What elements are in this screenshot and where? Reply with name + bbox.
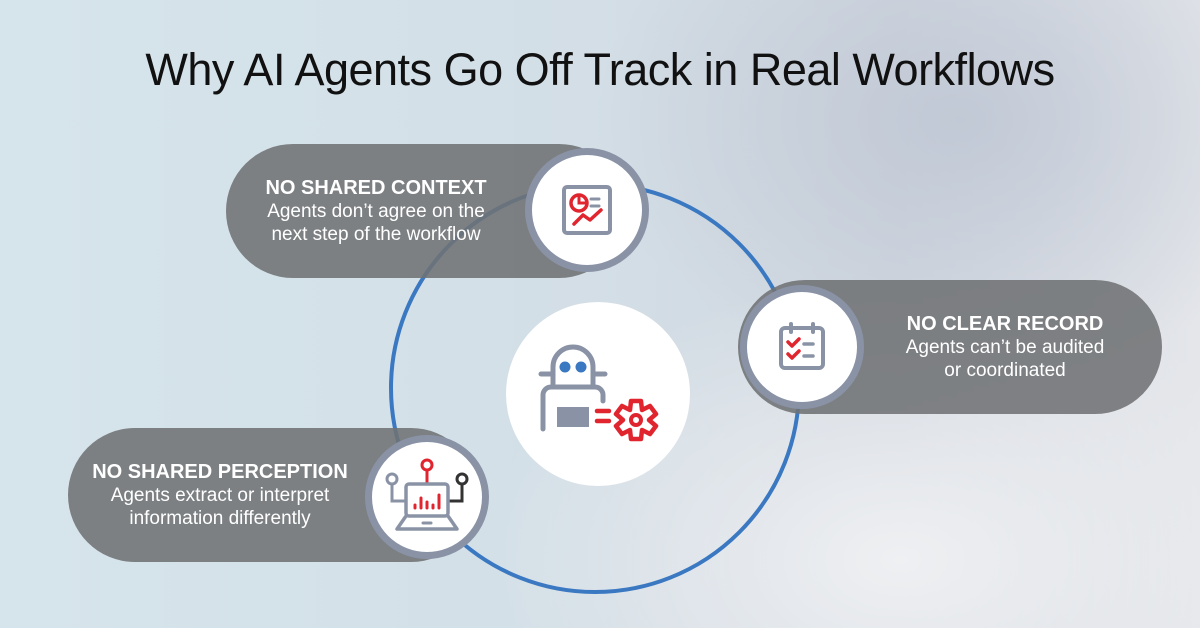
- card-heading: NO SHARED CONTEXT: [265, 176, 487, 199]
- card-heading: NO CLEAR RECORD: [906, 312, 1104, 335]
- card-heading: NO SHARED PERCEPTION: [92, 460, 348, 483]
- robot-gear-icon: [538, 344, 659, 442]
- card-description-line1: Agents don’t agree on the: [267, 200, 485, 222]
- page-title: Why AI Agents Go Off Track in Real Workf…: [145, 44, 1055, 95]
- card-description-line1: Agents can’t be audited: [905, 336, 1105, 358]
- node-no-shared-perception: [365, 435, 489, 559]
- card-description-line2: next step of the workflow: [271, 223, 481, 245]
- dashboard-chart-icon: [562, 185, 612, 235]
- card-description-line1: Agents extract or interpret: [110, 484, 330, 506]
- checklist-calendar-icon: [779, 322, 825, 370]
- center-robot-node: [506, 302, 690, 486]
- card-description-line2: information differently: [129, 507, 311, 529]
- node-no-clear-record: [740, 285, 864, 409]
- laptop-network-icon: [385, 458, 469, 531]
- node-no-shared-context: [525, 148, 649, 272]
- card-description-line2: or coordinated: [944, 359, 1066, 381]
